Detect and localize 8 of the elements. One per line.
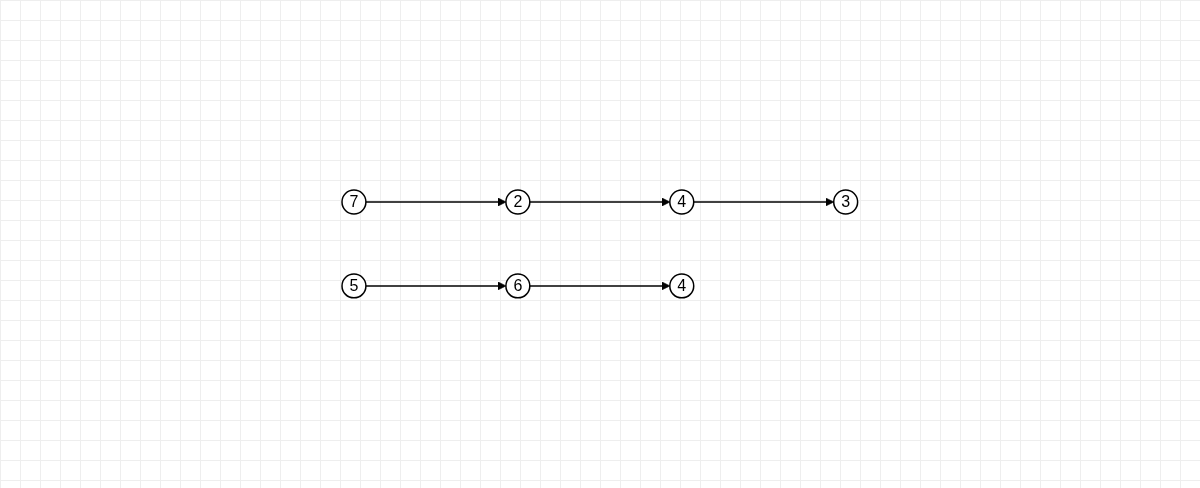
node-circle: 3 — [833, 189, 859, 215]
node-circle: 5 — [341, 273, 367, 299]
node-circle: 6 — [505, 273, 531, 299]
arrow — [693, 197, 835, 207]
node-circle: 7 — [341, 189, 367, 215]
node-circle: 4 — [669, 189, 695, 215]
node-circle: 4 — [669, 273, 695, 299]
node-circle: 2 — [505, 189, 531, 215]
